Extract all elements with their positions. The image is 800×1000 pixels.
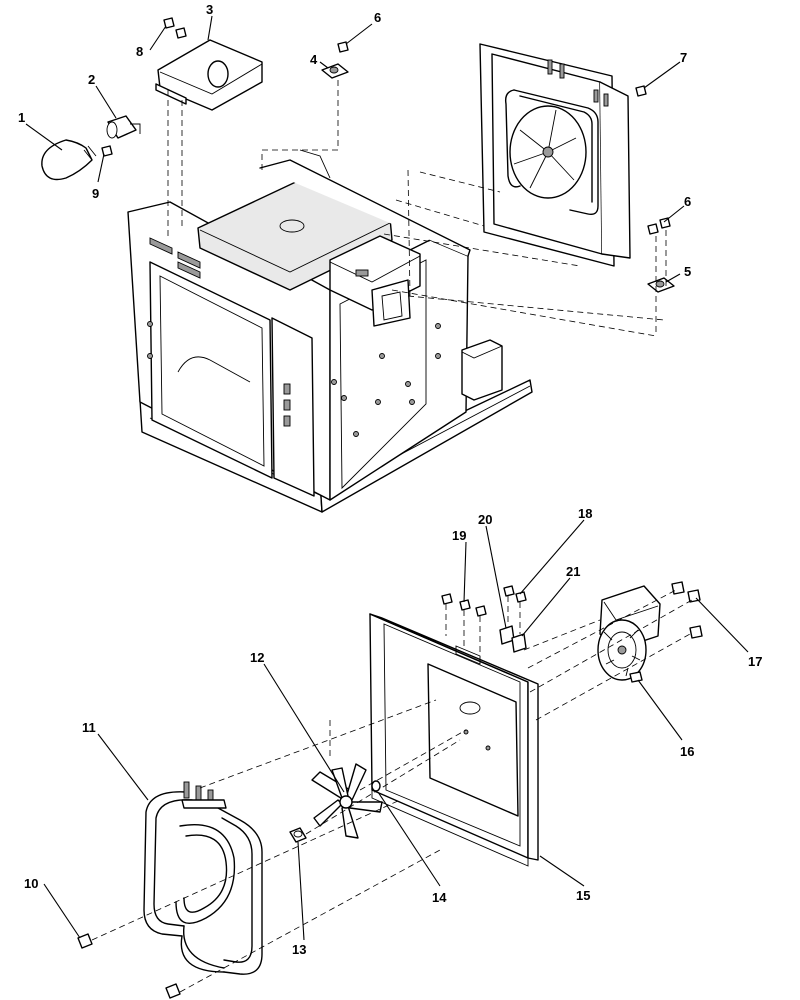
callout-16: 16 [680, 744, 694, 759]
callout-15: 15 [576, 888, 590, 903]
callout-4: 4 [310, 52, 318, 67]
assembly-lines-upper [167, 80, 667, 337]
callout-5: 5 [684, 264, 691, 279]
screw-socket [101, 145, 113, 157]
callout-2: 2 [88, 72, 95, 87]
heating-element [143, 781, 263, 975]
callout-7: 7 [680, 50, 687, 65]
thermostats-panel [499, 625, 527, 653]
convection-assembly-upper [479, 43, 631, 267]
screws-element [77, 933, 181, 999]
callout-1: 1 [18, 110, 25, 125]
callout-8: 8 [136, 44, 143, 59]
fan-motor [597, 585, 661, 683]
screws-motor [671, 581, 703, 639]
screws-housing [163, 17, 187, 39]
oven-cavity [127, 149, 533, 513]
callout-18: 18 [578, 506, 592, 521]
callout-6-top: 6 [374, 10, 381, 25]
callout-13: 13 [292, 942, 306, 957]
callout-3: 3 [206, 2, 213, 17]
lamp-bulb [41, 139, 97, 181]
screws-panel-top [441, 585, 527, 617]
fan-nut [289, 827, 307, 843]
callout-numbers: 1 2 3 4 5 6 6 7 8 9 10 11 12 13 14 15 16… [18, 2, 762, 957]
screw-top [337, 41, 349, 53]
callout-11: 11 [82, 720, 96, 735]
screw-convection [635, 85, 647, 97]
lamp-socket [106, 115, 141, 139]
callout-21: 21 [566, 564, 580, 579]
callout-19: 19 [452, 528, 466, 543]
callout-10: 10 [24, 876, 38, 891]
leader-lines [25, 15, 749, 941]
callout-9: 9 [92, 186, 99, 201]
callout-17: 17 [748, 654, 762, 669]
callout-20: 20 [478, 512, 492, 527]
screws-right [647, 217, 671, 235]
callout-6-right: 6 [684, 194, 691, 209]
callout-12: 12 [250, 650, 264, 665]
callout-14: 14 [432, 890, 447, 905]
fan-blade [311, 763, 383, 839]
back-panel [369, 613, 539, 867]
thermostat-top [321, 63, 349, 79]
lamp-housing [155, 39, 263, 111]
assembly-lines-lower [91, 589, 693, 993]
